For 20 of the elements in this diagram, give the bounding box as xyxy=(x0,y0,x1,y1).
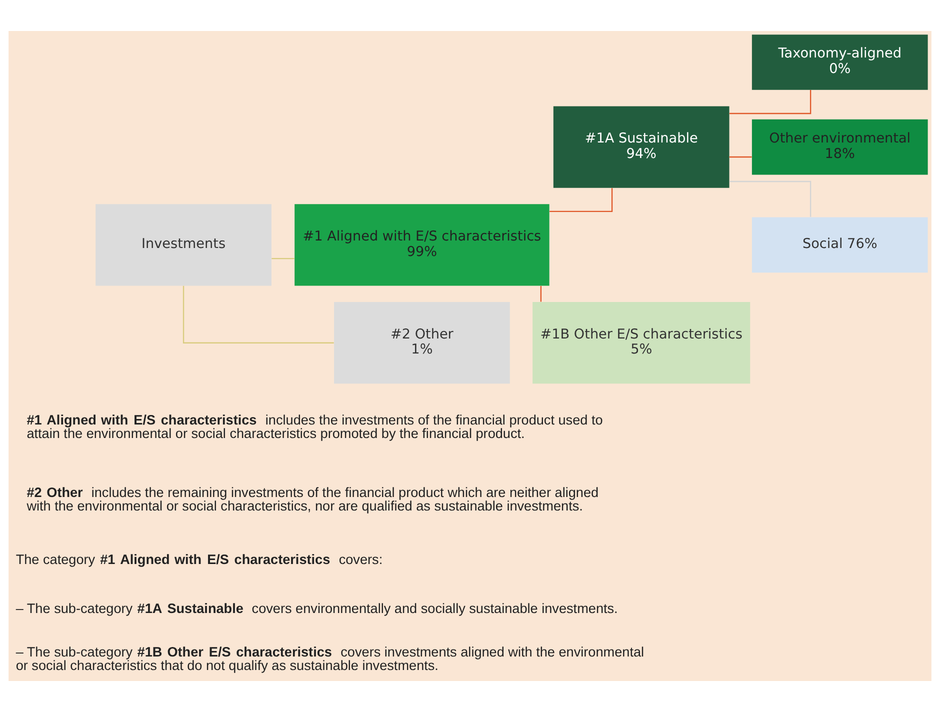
node-box: Taxonomy-aligned 0% xyxy=(752,34,928,90)
node-box: #1 Aligned with E/S characteristics 99% xyxy=(294,204,550,286)
node-box: #2 Other 1% xyxy=(334,302,510,384)
connector xyxy=(272,257,294,259)
node-box: Other environmental 18% xyxy=(752,118,928,174)
label: #1 Aligned with E/S characteristics includes the investments of the financial product used to attain the environmental or social characteristics promoted by the financial product. xyxy=(26,412,603,441)
connector xyxy=(729,90,812,114)
connector xyxy=(729,180,812,216)
node-box: #1B Other E/S characteristics 5% xyxy=(532,302,750,384)
label: – The sub-category #1B Other E/S characteristics covers investments aligned with the environmental or social characteristics that do not qualify as sustainable investments. xyxy=(16,644,644,673)
label: The category #1 Aligned with E/S characteristics covers: xyxy=(16,552,383,567)
label: #2 Other includes the remaining investments of the financial product which are neither aligned with the environmental or social characteristics, nor are qualified as sustainable investments. xyxy=(26,484,599,514)
connector xyxy=(550,188,613,212)
node-box: Social 76% xyxy=(752,216,928,272)
label: – The sub-category #1A Sustainable covers environmentally and socially sustainable investments. xyxy=(16,600,618,616)
connector xyxy=(182,285,334,343)
node-box: #1A Sustainable 94% xyxy=(553,106,730,188)
connector xyxy=(540,285,542,302)
connector xyxy=(729,156,752,158)
node-box: Investments xyxy=(96,204,272,286)
